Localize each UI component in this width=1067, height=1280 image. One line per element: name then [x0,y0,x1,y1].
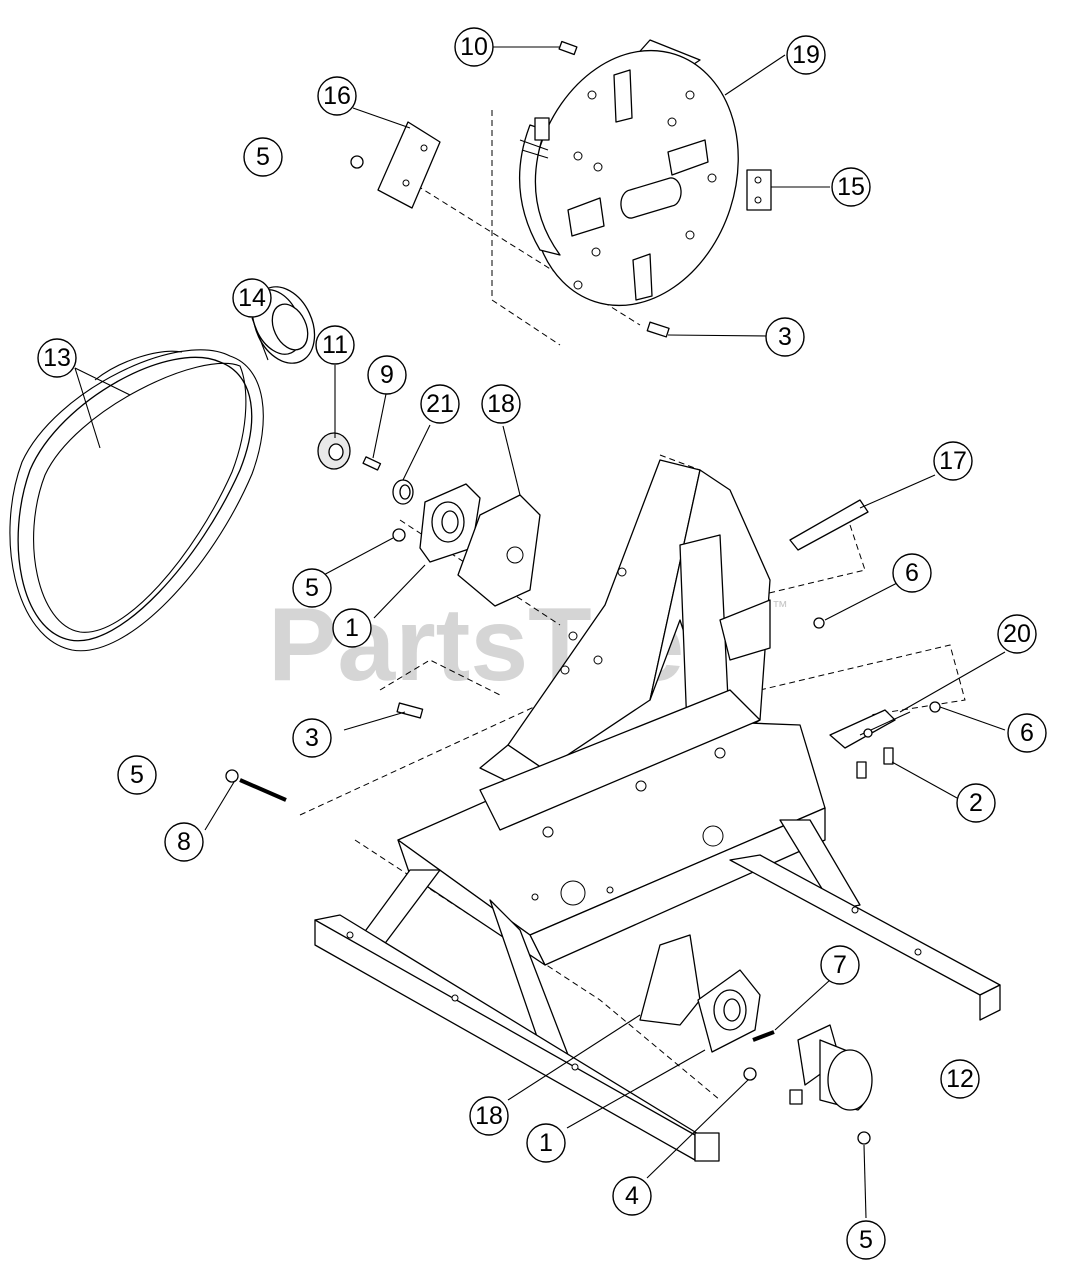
nut [743,1067,757,1081]
shaft-key [362,456,382,471]
mounting-plate [746,169,772,211]
svg-text:18: 18 [487,390,515,418]
callout-5: 5 [846,1220,886,1260]
callout-10: 10 [454,27,494,67]
svg-text:16: 16 [323,82,351,110]
taper-bushing [317,432,351,470]
svg-text:19: 19 [792,41,820,69]
callout-7: 7 [820,945,860,985]
bolt [646,321,771,338]
svg-text:6: 6 [905,559,919,587]
callout-19: 19 [786,35,826,75]
callout-18: 18 [481,384,521,424]
locking-collar [392,479,414,505]
nut [813,617,825,629]
svg-text:13: 13 [43,344,71,372]
svg-text:5: 5 [859,1226,873,1254]
svg-text:18: 18 [475,1102,503,1130]
svg-text:21: 21 [426,390,454,418]
callout-21: 21 [420,384,460,424]
watermark-trademark: ™ [772,599,788,616]
callout-16: 16 [317,76,357,116]
blade [789,499,869,551]
svg-text:15: 15 [837,173,865,201]
svg-text:1: 1 [539,1129,553,1157]
callout-2: 2 [956,783,996,823]
disc-plate [518,39,739,307]
callout-11: 11 [315,325,355,365]
bolt [856,747,894,779]
callout-1: 1 [526,1123,566,1163]
nut [392,528,406,542]
callout-13: 13 [37,338,77,378]
leader-lines [74,46,1006,1219]
double-pulley [251,286,316,364]
motor [789,1024,873,1111]
svg-text:8: 8 [177,828,191,856]
callout-18: 18 [469,1096,509,1136]
callout-14: 14 [232,278,272,318]
nut [350,155,364,169]
bearing-bracket [639,934,701,1026]
bolt [396,702,424,719]
spring-clip [829,709,911,749]
svg-text:10: 10 [460,33,488,61]
callout-6: 6 [1007,713,1047,753]
callout-9: 9 [367,355,407,395]
callout-6: 6 [892,553,932,593]
svg-text:5: 5 [130,761,144,789]
threaded-stud [225,769,287,802]
bolt [558,40,578,56]
callout-8: 8 [164,822,204,862]
svg-text:11: 11 [322,331,348,359]
callout-5: 5 [117,755,157,795]
svg-text:9: 9 [380,361,394,389]
callout-17: 17 [933,441,973,481]
svg-text:7: 7 [833,951,847,979]
callout-15: 15 [831,167,871,207]
nut [929,701,941,713]
svg-text:17: 17 [939,447,967,475]
shaft-key [752,1030,775,1042]
callout-5: 5 [243,137,283,177]
v-belt [9,349,264,652]
svg-text:5: 5 [256,143,270,171]
svg-text:14: 14 [238,284,266,312]
flange-bearing [697,969,761,1053]
callout-12: 12 [940,1059,980,1099]
svg-text:3: 3 [305,724,319,752]
blade [377,121,441,209]
svg-text:6: 6 [1020,719,1034,747]
nut [857,1131,871,1145]
svg-text:2: 2 [969,789,983,817]
callout-5: 5 [292,568,332,608]
callout-20: 20 [997,614,1037,654]
svg-text:3: 3 [778,323,792,351]
flange-bearing [419,483,481,563]
svg-text:5: 5 [305,574,319,602]
callout-4: 4 [612,1176,652,1216]
svg-text:12: 12 [946,1065,974,1093]
main-frame [314,459,1001,1162]
callout-1: 1 [332,608,372,648]
svg-text:1: 1 [345,614,359,642]
svg-text:4: 4 [625,1182,639,1210]
callout-3: 3 [292,718,332,758]
callout-3: 3 [765,317,805,357]
svg-text:20: 20 [1003,620,1031,648]
